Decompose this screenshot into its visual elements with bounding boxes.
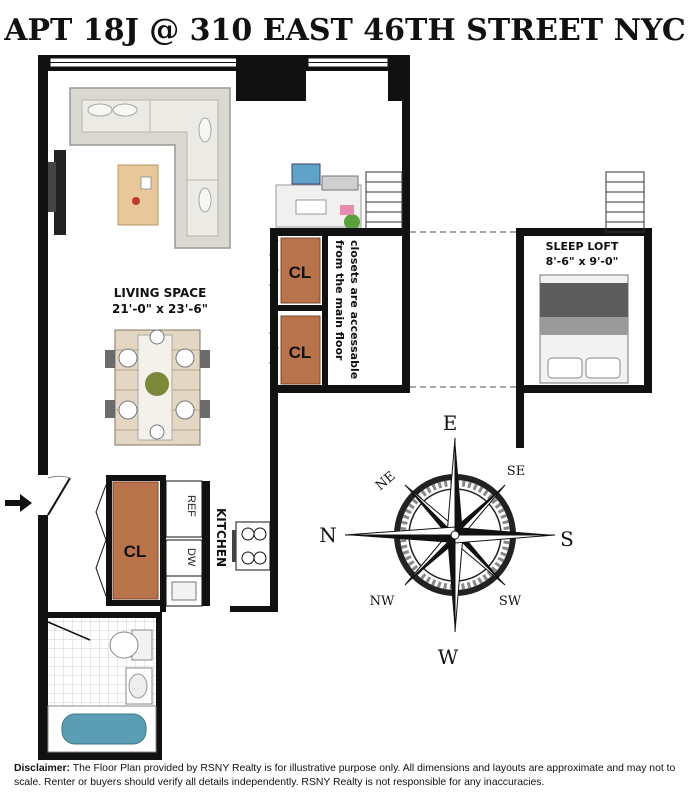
kitchen-label: KITCHEN	[214, 508, 228, 567]
stairs-loft	[605, 171, 645, 233]
bathtub	[47, 705, 157, 753]
closet-1[interactable]	[280, 237, 321, 304]
fridge-label: REF	[185, 495, 197, 517]
living-space-dims: 21'-0" x 23'-6"	[112, 302, 208, 316]
compass-s: S	[560, 527, 574, 551]
entry-closet[interactable]	[112, 481, 159, 600]
closet-2-label: CL	[289, 343, 312, 362]
entry-closet-block: CL	[95, 475, 166, 612]
entry-door[interactable]	[47, 477, 71, 516]
compass-sw: SW	[499, 594, 522, 609]
stairs-main	[365, 171, 403, 235]
coffee-table	[117, 164, 159, 226]
dining-table	[105, 329, 210, 446]
disclaimer: Disclaimer: The Floor Plan provided by R…	[14, 762, 682, 790]
living-space-name: LIVING SPACE	[114, 286, 207, 300]
closet-1-label: CL	[289, 263, 312, 282]
kitchen: REF DW KITCHEN	[165, 480, 271, 607]
closet-note-line1: closets are accessable	[348, 240, 361, 379]
sink	[125, 667, 153, 705]
loft-closet-block: CL CL closets are accessable from the ma…	[269, 228, 410, 388]
disclaimer-text: The Floor Plan provided by RSNY Realty i…	[14, 763, 676, 788]
sleep-loft-name: SLEEP LOFT	[546, 240, 619, 253]
dishwasher-label: DW	[185, 548, 197, 567]
compass-se: SE	[507, 464, 525, 479]
bathroom	[47, 618, 157, 753]
entry-closet-label: CL	[124, 542, 147, 561]
sleep-loft-dims: 8'-6" x 9'-0"	[546, 255, 619, 268]
tv-unit	[48, 150, 66, 235]
toilet	[109, 629, 153, 661]
sleep-loft: SLEEP LOFT 8'-6" x 9'-0"	[410, 171, 652, 448]
desk	[275, 163, 362, 230]
disclaimer-label: Disclaimer:	[14, 763, 71, 774]
compass-e: E	[443, 411, 458, 435]
entry-arrow	[5, 494, 32, 512]
stove[interactable]	[235, 521, 271, 571]
closet-2[interactable]	[280, 315, 321, 385]
walls	[38, 55, 410, 760]
bed	[539, 274, 629, 384]
sectional-sofa	[69, 87, 231, 249]
compass-n: N	[319, 523, 337, 547]
closet-note-line2: from the main floor	[333, 240, 346, 361]
plan-title: APT 18J @ 310 EAST 46TH STREET NYC	[3, 13, 686, 48]
compass-w: W	[438, 645, 459, 669]
compass-ne: NE	[373, 469, 399, 494]
compass-nw: NW	[370, 594, 395, 609]
compass-rose: E W N S NE SE NW SW	[319, 411, 574, 669]
